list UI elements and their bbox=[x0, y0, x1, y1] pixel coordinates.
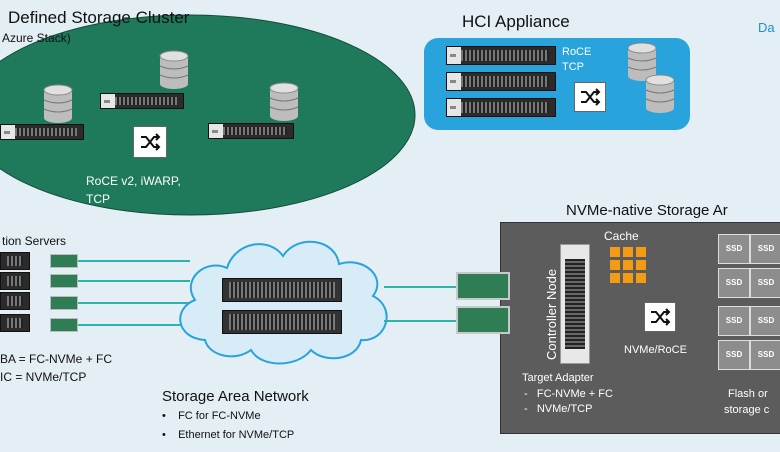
array-title: NVMe-native Storage Ar bbox=[566, 202, 728, 219]
database-icon bbox=[645, 74, 675, 113]
cache-block bbox=[636, 247, 646, 257]
array-switch-label: NVMe/RoCE bbox=[624, 344, 687, 356]
server-adapter-card bbox=[50, 318, 78, 332]
database-icon bbox=[43, 84, 73, 123]
servers-title: tion Servers bbox=[2, 234, 67, 248]
cache-block bbox=[623, 273, 633, 283]
san-bullet-2: • Ethernet for NVMe/TCP bbox=[162, 429, 295, 441]
link bbox=[78, 260, 190, 262]
ssd-drive: SSD bbox=[750, 306, 780, 336]
array-switch-icon bbox=[644, 302, 676, 332]
target-adapter-item-2: - NVMe/TCP bbox=[524, 403, 593, 415]
hci-server-1 bbox=[446, 46, 556, 65]
app-server-1 bbox=[0, 252, 30, 270]
database-icon bbox=[627, 42, 657, 81]
cluster-switch-icon bbox=[133, 126, 167, 158]
cache-block bbox=[610, 260, 620, 270]
target-adapter-title: Target Adapter bbox=[522, 372, 594, 384]
san-switch-1 bbox=[222, 278, 342, 302]
ssd-drive: SSD bbox=[718, 234, 750, 264]
servers-legend-nic: IC = NVMe/TCP bbox=[0, 370, 87, 384]
ssd-drive: SSD bbox=[750, 234, 780, 264]
target-adapter-card bbox=[456, 306, 510, 334]
cache-block bbox=[610, 273, 620, 283]
san-title: Storage Area Network bbox=[162, 388, 309, 405]
corner-label: Da bbox=[758, 20, 775, 35]
cache-label: Cache bbox=[604, 229, 639, 243]
link bbox=[78, 302, 190, 304]
san-bullet-1: • FC for FC-NVMe bbox=[162, 410, 261, 422]
cluster-protocols-line-2: TCP bbox=[86, 192, 110, 206]
storage-cluster-area bbox=[0, 14, 416, 216]
servers-legend-hba: BA = FC-NVMe + FC bbox=[0, 352, 113, 366]
hci-server-2 bbox=[446, 72, 556, 91]
hci-protocol-roce: RoCE bbox=[562, 46, 592, 58]
ssd-drive: SSD bbox=[750, 340, 780, 370]
ssd-drive: SSD bbox=[718, 340, 750, 370]
cache-block bbox=[623, 247, 633, 257]
hci-protocol-tcp: TCP bbox=[562, 61, 584, 73]
server-adapter-card bbox=[50, 296, 78, 310]
app-server-3 bbox=[0, 292, 30, 310]
hci-switch-icon bbox=[574, 82, 606, 112]
database-icon bbox=[269, 82, 299, 121]
link bbox=[384, 320, 456, 322]
flash-label-1: Flash or bbox=[728, 388, 768, 400]
cluster-server-1 bbox=[0, 124, 84, 140]
cache-block bbox=[636, 260, 646, 270]
database-icon bbox=[159, 50, 189, 89]
hci-server-3 bbox=[446, 98, 556, 117]
cluster-server-3 bbox=[208, 123, 294, 139]
cluster-server-2 bbox=[100, 93, 184, 109]
ssd-drive: SSD bbox=[718, 268, 750, 298]
server-adapter-card bbox=[50, 274, 78, 288]
flash-label-2: storage c bbox=[724, 404, 770, 416]
cache-block bbox=[610, 247, 620, 257]
target-adapter-card bbox=[456, 272, 510, 300]
link bbox=[384, 286, 456, 288]
link bbox=[78, 280, 190, 282]
cluster-subtitle: Azure Stack) bbox=[2, 31, 71, 45]
app-server-4 bbox=[0, 314, 30, 332]
ssd-drive: SSD bbox=[750, 268, 780, 298]
controller-node bbox=[560, 244, 590, 364]
san-switch-2 bbox=[222, 310, 342, 334]
cache-block bbox=[636, 273, 646, 283]
hci-title: HCI Appliance bbox=[462, 12, 570, 31]
link bbox=[78, 324, 190, 326]
controller-node-label: Controller Node bbox=[544, 268, 559, 360]
ssd-drive: SSD bbox=[718, 306, 750, 336]
target-adapter-item-1: - FC-NVMe + FC bbox=[524, 388, 613, 400]
cluster-protocols-line-1: RoCE v2, iWARP, bbox=[86, 174, 181, 188]
server-adapter-card bbox=[50, 254, 78, 268]
app-server-2 bbox=[0, 272, 30, 290]
cache-block bbox=[623, 260, 633, 270]
cluster-title: Defined Storage Cluster bbox=[8, 8, 190, 27]
